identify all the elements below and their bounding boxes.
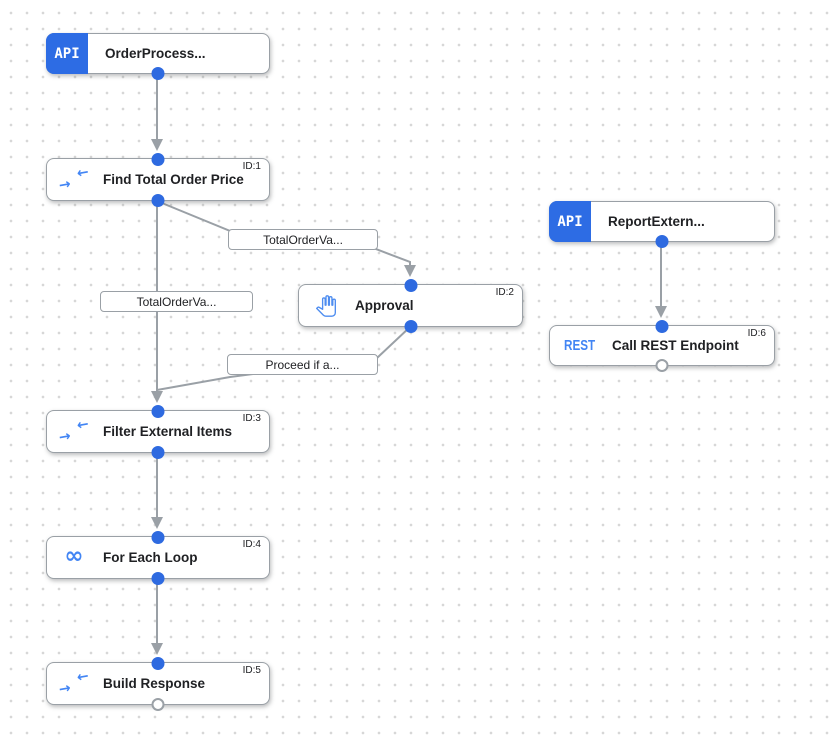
output-port[interactable] (151, 66, 165, 80)
api-trigger-icon: API (549, 201, 591, 242)
input-port[interactable] (151, 404, 165, 418)
node-call-rest-endpoint[interactable]: ID:6 REST Call REST Endpoint (549, 319, 775, 372)
loop-infinity-icon: ∞ (64, 542, 84, 569)
input-port[interactable] (655, 319, 669, 333)
arrowhead (151, 643, 163, 655)
output-port[interactable] (151, 193, 165, 207)
rest-icon: REST (564, 337, 596, 354)
input-port[interactable] (151, 530, 165, 544)
end-port[interactable] (655, 358, 669, 372)
node-build-response[interactable]: ID:5 → ← Build Response (46, 656, 270, 711)
output-port[interactable] (655, 234, 669, 248)
input-port[interactable] (151, 152, 165, 166)
node-id-label: ID:1 (242, 161, 261, 172)
hand-approval-icon (313, 294, 339, 317)
node-title: Filter External Items (103, 424, 233, 439)
input-port[interactable] (404, 278, 417, 292)
arrowhead (151, 391, 163, 403)
node-find-total-order-price[interactable]: ID:1 → ← Find Total Order Price (46, 152, 270, 207)
node-id-label: ID:3 (242, 413, 261, 424)
edge-condition-label[interactable]: Proceed if a... (227, 354, 378, 375)
output-port[interactable] (404, 319, 417, 333)
node-title: OrderProcess... (105, 46, 206, 61)
api-trigger-icon: API (46, 33, 88, 74)
node-id-label: ID:4 (242, 539, 261, 550)
arrowhead (151, 139, 163, 151)
node-title: Approval (355, 298, 414, 313)
edge-condition-label[interactable]: TotalOrderVa... (100, 291, 253, 312)
edge-condition-label[interactable]: TotalOrderVa... (228, 229, 378, 250)
arrowhead (151, 517, 163, 529)
output-port[interactable] (151, 445, 165, 459)
node-report-trigger[interactable]: API ReportExtern... (549, 201, 775, 248)
node-id-label: ID:5 (242, 665, 261, 676)
data-mapping-icon: → ← (57, 163, 91, 194)
end-port[interactable] (151, 697, 165, 711)
arrowhead (404, 265, 416, 277)
node-order-trigger[interactable]: API OrderProcess... (46, 33, 270, 80)
arrowhead (655, 306, 667, 318)
node-filter-external-items[interactable]: ID:3 → ← Filter External Items (46, 404, 270, 459)
node-title: ReportExtern... (608, 214, 705, 229)
output-port[interactable] (151, 571, 165, 585)
input-port[interactable] (151, 656, 165, 670)
data-mapping-icon: → ← (57, 667, 91, 698)
node-id-label: ID:6 (747, 328, 766, 339)
node-title: Call REST Endpoint (612, 338, 739, 353)
node-title: Find Total Order Price (103, 172, 244, 187)
node-title: For Each Loop (103, 550, 198, 565)
node-id-label: ID:2 (495, 287, 514, 298)
node-for-each-loop[interactable]: ID:4 ∞ For Each Loop (46, 530, 270, 585)
data-mapping-icon: → ← (57, 415, 91, 446)
node-approval[interactable]: ID:2 Approval (298, 278, 523, 333)
node-title: Build Response (103, 676, 206, 691)
